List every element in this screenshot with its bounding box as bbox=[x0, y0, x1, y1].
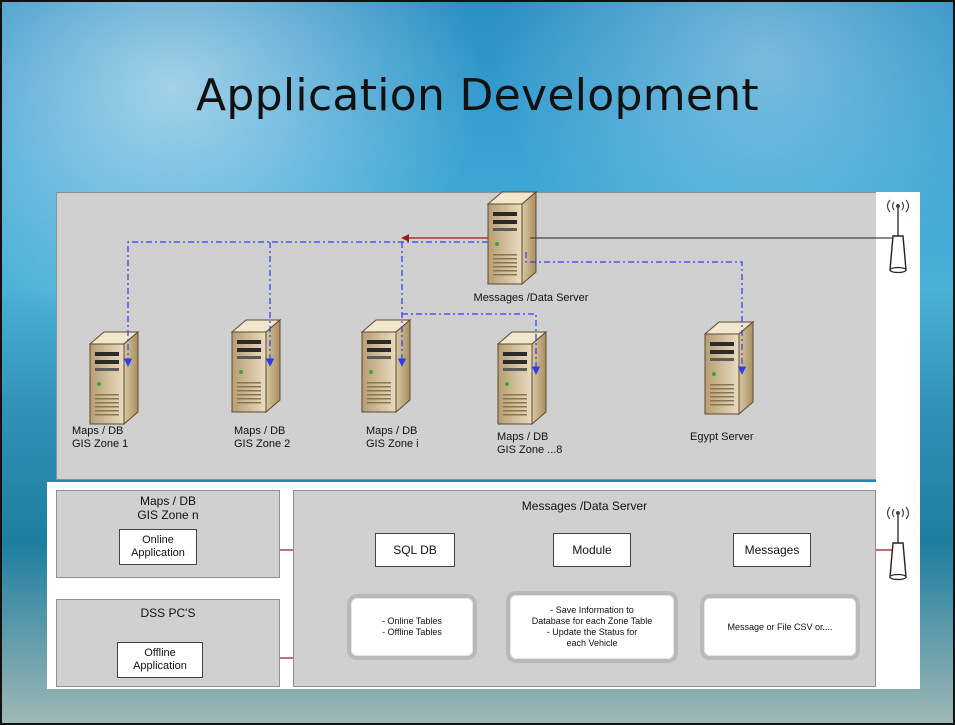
box-text: Offline bbox=[144, 647, 176, 659]
server-zone1-icon bbox=[89, 331, 139, 425]
server-label: Maps / DB GIS Zone ...8 bbox=[497, 431, 597, 457]
panel-title: DSS PC'S bbox=[140, 606, 196, 620]
central-server-icon bbox=[487, 191, 537, 285]
offline-application-box: Offline Application bbox=[117, 642, 203, 678]
note-line: each Vehicle bbox=[566, 638, 618, 648]
title-line: GIS Zone n bbox=[137, 508, 199, 522]
server-zone: GIS Zone i bbox=[366, 438, 419, 450]
server-label: Maps / DB GIS Zone 2 bbox=[234, 425, 324, 451]
server-name: Maps / DB bbox=[234, 425, 286, 437]
server-zone: GIS Zone 1 bbox=[72, 438, 129, 450]
messages-box: Messages bbox=[733, 533, 811, 567]
dss-panel: DSS PC'S Offline Application bbox=[56, 599, 280, 687]
note-line: - Offline Tables bbox=[382, 627, 442, 637]
server-panel: Messages /Data Server SQL DB Module Mess… bbox=[293, 490, 876, 687]
note-line: - Save Information to bbox=[550, 605, 634, 615]
module-box: Module bbox=[553, 533, 631, 567]
server-name: Egypt Server bbox=[690, 431, 754, 443]
slide-title: Application Development bbox=[196, 70, 759, 121]
panel-title: Maps / DB GIS Zone n bbox=[57, 494, 279, 522]
box-text: Online bbox=[142, 534, 174, 546]
box-text: Application bbox=[131, 547, 185, 559]
server-zone: GIS Zone ...8 bbox=[497, 444, 563, 456]
panel-title: Messages /Data Server bbox=[521, 499, 648, 513]
note-line: - Update the Status for bbox=[546, 627, 638, 637]
box-text: Application bbox=[133, 660, 187, 672]
central-server-label: Messages /Data Server bbox=[473, 292, 589, 304]
server-zone2-icon bbox=[231, 319, 281, 413]
server-name: Maps / DB bbox=[497, 431, 549, 443]
egypt-server-icon bbox=[704, 321, 754, 415]
antenna-icon bbox=[886, 199, 910, 274]
server-zone8-icon bbox=[497, 331, 547, 425]
server-label: Maps / DB GIS Zone 1 bbox=[72, 425, 162, 451]
sql-notes: - Online Tables - Offline Tables bbox=[347, 594, 477, 660]
antenna-icon bbox=[886, 506, 910, 581]
note-line: - Online Tables bbox=[382, 616, 442, 626]
blue-links bbox=[123, 241, 747, 375]
server-label: Egypt Server bbox=[690, 431, 790, 444]
server-label: Maps / DB GIS Zone i bbox=[366, 425, 456, 451]
sql-db-box: SQL DB bbox=[375, 533, 455, 567]
server-zone: GIS Zone 2 bbox=[234, 438, 291, 450]
messages-notes: Message or File CSV or.... bbox=[700, 594, 860, 660]
server-zonei-icon bbox=[361, 319, 411, 413]
server-name: Maps / DB bbox=[366, 425, 418, 437]
white-strip bbox=[876, 192, 920, 689]
note-line: Database for each Zone Table bbox=[531, 616, 653, 626]
server-name: Maps / DB bbox=[72, 425, 124, 437]
zone-n-panel: Maps / DB GIS Zone n Online Application bbox=[56, 490, 280, 578]
title-line: Maps / DB bbox=[139, 494, 196, 508]
module-notes: - Save Information to Database for each … bbox=[506, 591, 678, 663]
online-application-box: Online Application bbox=[119, 529, 197, 565]
